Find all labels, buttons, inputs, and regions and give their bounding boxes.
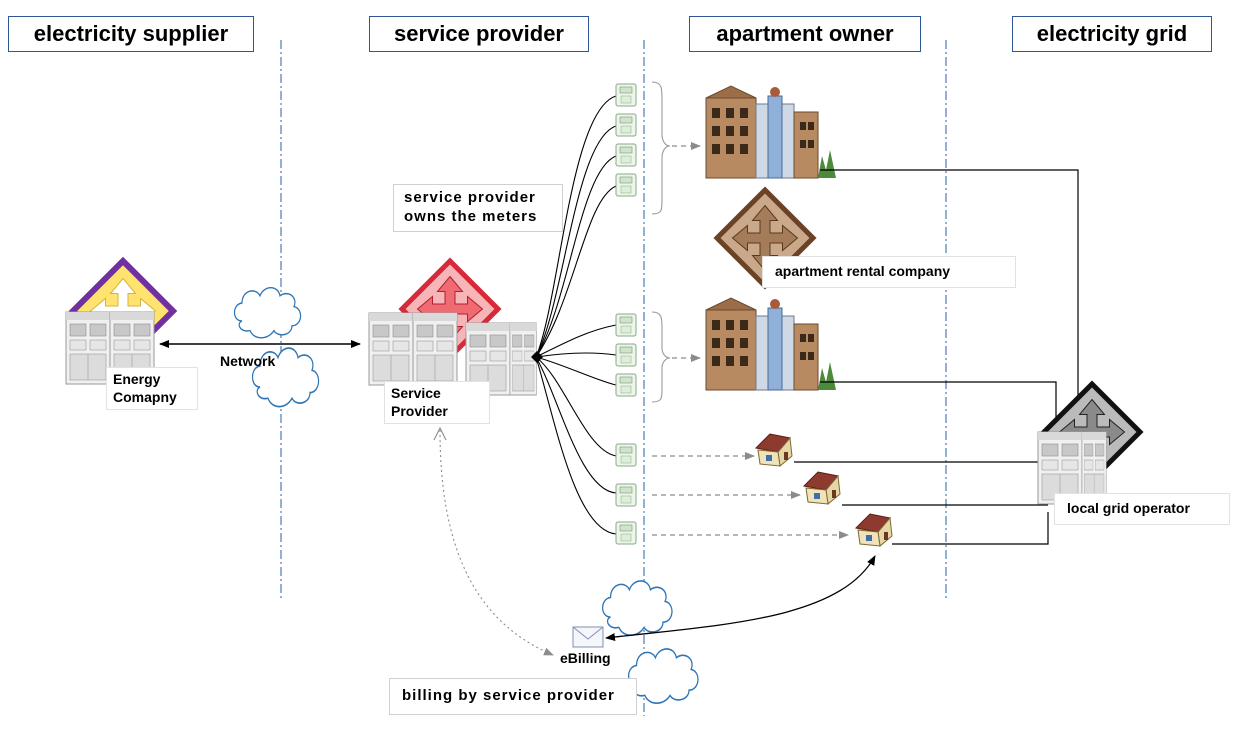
billing-start-arrow	[433, 426, 447, 441]
service-provider-label: Service Provider	[384, 381, 490, 424]
energy-company-label: Energy Comapny	[106, 367, 198, 410]
service-provider-hub-diamond	[531, 351, 543, 363]
ebilling-house-link	[605, 555, 876, 641]
house-icon	[755, 433, 893, 547]
rental-company-label: apartment rental company	[762, 256, 1016, 288]
meter-group-braces	[651, 81, 671, 403]
billing-dotted-link	[439, 429, 554, 656]
ebilling-label: eBilling	[560, 650, 611, 666]
grid-power-lines	[794, 169, 1079, 545]
lane-header-electricity-grid: electricity grid	[1012, 16, 1212, 52]
envelope-icon	[572, 626, 604, 648]
grid-operator-label: local grid operator	[1054, 493, 1230, 525]
network-label: Network	[220, 353, 276, 369]
lane-header-apartment-owner: apartment owner	[689, 16, 921, 52]
meters-note-line1: service provider	[404, 189, 536, 206]
supply-arrows	[652, 142, 849, 539]
meter-icon	[615, 83, 637, 545]
lane-header-service-provider: service provider	[369, 16, 589, 52]
meters-note-line2: owns the meters	[404, 207, 538, 225]
billing-note: billing by service provider	[389, 678, 637, 715]
meters-ownership-note: service provider owns the meters	[393, 184, 563, 232]
meter-connections	[535, 95, 617, 535]
lane-header-electricity-supplier: electricity supplier	[8, 16, 254, 52]
network-cloud-icon	[233, 286, 320, 408]
